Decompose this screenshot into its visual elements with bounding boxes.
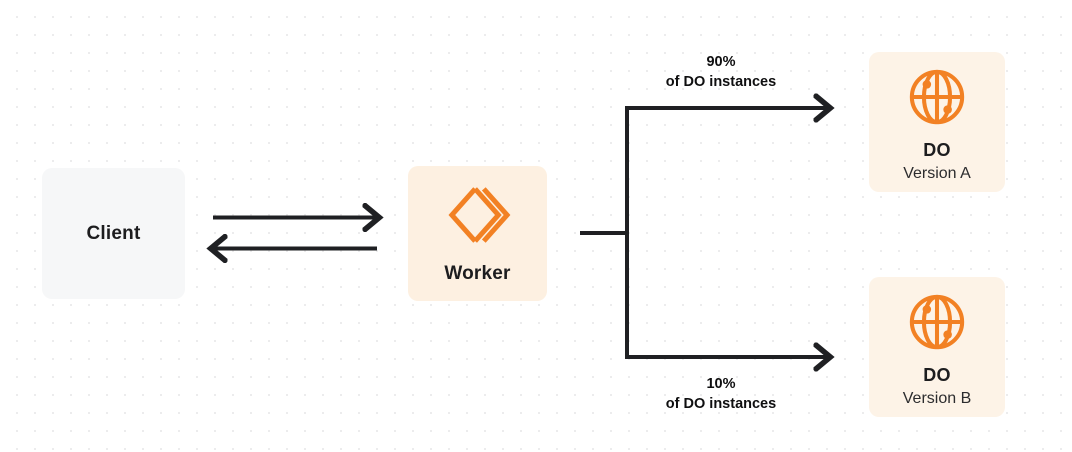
node-do-a-label: DO — [923, 140, 951, 160]
node-do-version-a[interactable]: DO Version A — [869, 52, 1005, 192]
node-do-b-sublabel: Version B — [902, 390, 972, 407]
edge-label-do-b-caption: of DO instances — [665, 396, 777, 412]
node-worker[interactable]: Worker — [408, 166, 547, 301]
node-do-a-sublabel: Version A — [903, 165, 971, 182]
edge-label-do-a-percent: 90% — [706, 54, 736, 70]
globe-icon — [908, 293, 966, 351]
node-worker-label: Worker — [444, 263, 511, 284]
edge-label-do-a: 90% of DO instances — [606, 52, 836, 92]
edge-worker-split-trunk — [580, 106, 629, 359]
node-client-label: Client — [86, 222, 141, 244]
edge-label-do-a-caption: of DO instances — [665, 74, 777, 90]
edge-label-do-b-percent: 10% — [706, 376, 736, 392]
globe-icon — [908, 68, 966, 126]
node-client[interactable]: Client — [42, 168, 185, 299]
edge-label-do-b: 10% of DO instances — [606, 374, 836, 414]
cloudflare-workers-icon — [445, 185, 511, 245]
node-do-b-label: DO — [923, 365, 951, 385]
node-do-version-b[interactable]: DO Version B — [869, 277, 1005, 417]
